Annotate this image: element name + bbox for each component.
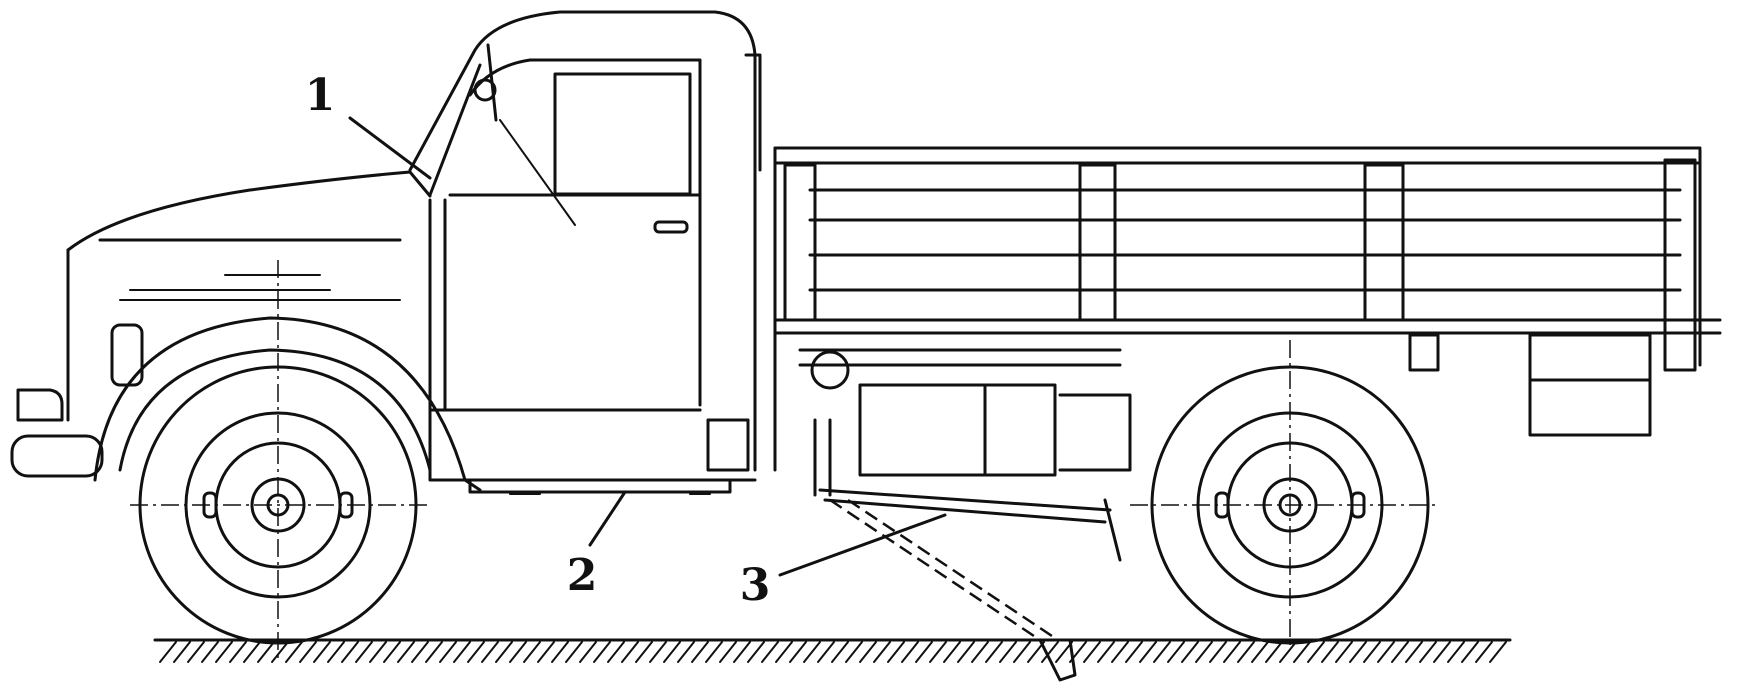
swing-support xyxy=(813,418,1122,682)
chassis-frame xyxy=(798,333,1652,477)
cargo-bed xyxy=(773,146,1722,472)
rear-wheel xyxy=(1130,340,1440,650)
cab xyxy=(408,10,762,482)
front-wheel xyxy=(130,260,430,660)
front-fender xyxy=(93,316,482,492)
callout-label-1: 1 xyxy=(305,70,336,121)
running-board xyxy=(468,478,732,495)
ground xyxy=(153,638,1512,663)
callout-label-3: 3 xyxy=(740,560,771,611)
callout-label-2: 2 xyxy=(567,550,598,601)
callout-leaders xyxy=(348,116,947,577)
front-bumper xyxy=(10,388,104,478)
